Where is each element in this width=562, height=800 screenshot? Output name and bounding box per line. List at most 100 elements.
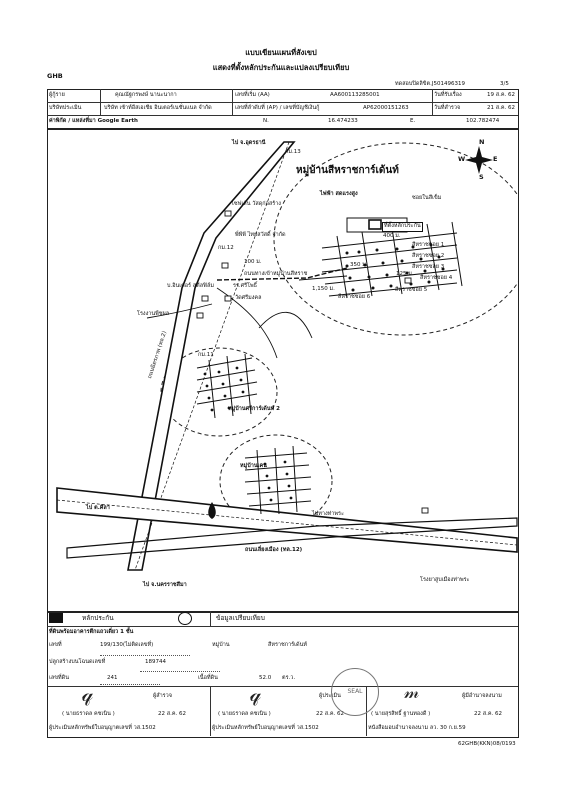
app-no-label: เลขที่เริ่ม (AA) bbox=[235, 92, 270, 98]
deed-value: 189744 bbox=[145, 659, 166, 665]
borrower-label: ผู้กู้ราย bbox=[49, 92, 65, 98]
label-pole: ไฟฟ้า สดแรงสูง bbox=[320, 191, 358, 197]
label-school: รร.ศรีโพธิ์ bbox=[233, 283, 258, 289]
date-req-value: 19 ส.ค. 62 bbox=[487, 92, 516, 98]
surveyor-date: 22 ส.ค. 62 bbox=[158, 711, 187, 717]
label-village-title: หมู่บ้านสีหราชการ์เด้นท์ bbox=[296, 165, 399, 176]
label-d350: 350 ม. bbox=[350, 262, 368, 268]
footer-table bbox=[47, 611, 519, 738]
company-label: บริษัทประเมิน bbox=[49, 105, 82, 111]
e-label: E. bbox=[410, 118, 416, 124]
appraiser-signature: 𝓆 bbox=[250, 682, 262, 707]
label-tire-shop: โรงงานพืชผล bbox=[137, 311, 170, 317]
approver-date: 22 ส.ค. 62 bbox=[474, 711, 503, 717]
deed-label: ปลูกสร้างบนโฉนดเลขที่ bbox=[49, 659, 106, 665]
title-1: แบบเขียนแผนที่สังเขป bbox=[245, 48, 317, 57]
house-no-value: 199/130(ไม่ติดเลขที่) bbox=[100, 642, 154, 648]
label-d400: 400 ม. bbox=[383, 233, 401, 239]
borrower-value: คุณณัฐกรพงษ์ นานะนากา bbox=[115, 92, 177, 98]
comp-detail: ที่ดินพร้อมอาคารตึกแถวเดี่ยว 1 ชั้น bbox=[49, 629, 134, 635]
land-no-label: เลขที่ดิน bbox=[49, 675, 69, 681]
compass-w: W bbox=[458, 155, 466, 163]
surveyor-name: ( นายธราดล คชเนิน ) bbox=[62, 711, 115, 717]
label-to-udon: ไป จ.อุดรธานี bbox=[232, 140, 266, 146]
date-survey-value: 21 ส.ค. 62 bbox=[487, 105, 516, 111]
label-d100: 100 ม. bbox=[244, 259, 262, 265]
appraiser-name: ( นายธราดล คชเนิน ) bbox=[218, 711, 271, 717]
compass-n: N bbox=[479, 138, 485, 146]
company-seal: SEAL bbox=[331, 668, 379, 716]
house-no-label: เลขที่ bbox=[49, 642, 62, 648]
label-village3: หมู่บ้านเคน bbox=[240, 463, 267, 469]
appraiser-date: 22 ส.ค. 62 bbox=[316, 711, 345, 717]
label-shop1: เซฟเส้น วัสดุก่อสร้าง bbox=[232, 201, 281, 207]
highway-road bbox=[127, 141, 296, 571]
approver-title: ผู้มีอำนาจลงนาม bbox=[462, 693, 502, 699]
label-temple: วัดศรีมงคล bbox=[235, 295, 262, 301]
label-korat-plant: โรงยาสูบเมืองท่าพระ bbox=[420, 577, 470, 583]
form-number: 62GHB(KKN)08/0193 bbox=[458, 741, 516, 747]
label-soi6: สีหราชซอย 6 bbox=[338, 294, 371, 300]
page-number: 3/5 bbox=[500, 81, 509, 87]
date-req-label: วันที่รับเรื่อง bbox=[434, 92, 462, 98]
compass-e: E bbox=[493, 155, 498, 163]
label-village2: หมู่บ้านศรีการ์เด้นท์ 2 bbox=[228, 406, 280, 412]
compare-legend-icon bbox=[178, 612, 192, 625]
label-km13: กม.13 bbox=[285, 149, 301, 155]
compass-s: S bbox=[479, 173, 484, 181]
ap-label: เลขที่ลำดับที่ (AP) / เลขที่บัญชีเงินกู้ bbox=[235, 105, 320, 111]
map-drawing bbox=[56, 141, 518, 571]
label-factory: บ.อินเตอร์ สตีลฟิล์ม bbox=[167, 283, 214, 289]
ap-value: AP62000151263 bbox=[363, 105, 409, 111]
approver-license: หนังสือมอบอำนาจลงนาม ลว. 30 ก.ย.59 bbox=[368, 725, 466, 731]
file-number: ทดสอบปิดลิขิต.J501496319 bbox=[395, 81, 465, 87]
e-value: 102.782474 bbox=[466, 118, 500, 124]
label-to-korat: ไป จ.นครราชสีมา bbox=[143, 582, 187, 588]
village-circle-1 bbox=[273, 142, 518, 336]
collateral-legend: หลักประกัน bbox=[82, 614, 114, 622]
date-survey-label: วันที่สำรวจ bbox=[434, 105, 461, 111]
appraiser-title: ผู้ประเมิน bbox=[319, 693, 341, 699]
village-circle-2 bbox=[160, 347, 278, 437]
compass-rose-icon bbox=[465, 146, 493, 174]
label-soi4: สีหราชซอย 4 bbox=[420, 275, 453, 281]
area-unit: ตร.ว. bbox=[282, 675, 296, 681]
label-soi2: สีหราชซอย 2 bbox=[412, 253, 445, 259]
n-label: N. bbox=[263, 118, 269, 124]
coord-label: ค่าพิกัด / แหล่งที่มา Google Earth bbox=[49, 118, 138, 124]
compare-legend: ข้อมูลเปรียบเทียบ bbox=[216, 614, 265, 622]
brand: GHB bbox=[47, 72, 63, 80]
label-soi-in: ซอยในสีเข็ม bbox=[412, 195, 442, 201]
label-shop2: พี่พีพี ไทยสวัสดิ์ จำกัด bbox=[235, 232, 286, 238]
label-soi3: สีหราชซอย 3 bbox=[412, 264, 445, 270]
approver-name: ( นายสุรสิทธิ์ ฐานทองดี ) bbox=[371, 711, 431, 717]
n-value: 16.474233 bbox=[328, 118, 358, 124]
label-to-khon: ไป ต.ศิลา bbox=[86, 505, 110, 511]
label-km11: กม.11 bbox=[198, 352, 214, 358]
company-value: บริษัท เซ้าท์อีสเอเชีย อินเตอร์เนชั่นแนล… bbox=[104, 105, 212, 111]
label-d125: 125 ม. bbox=[396, 271, 414, 277]
map-frame bbox=[47, 128, 519, 613]
land-no-value: 241 bbox=[107, 675, 118, 681]
gas-station-icon bbox=[208, 502, 216, 519]
label-km12: กม.12 bbox=[218, 245, 234, 251]
label-kabin: ไปทางท่าพระ bbox=[312, 511, 344, 517]
surveyor-title: ผู้สำรวจ bbox=[153, 693, 172, 699]
label-ring-road: ถนนเลี่ยงเมือง (ทล.12) bbox=[245, 547, 303, 553]
moo-value: สีหราชการ์เด้นท์ bbox=[268, 642, 307, 648]
label-soi5: สีหราชซอย 5 bbox=[395, 287, 428, 293]
app-no-value: AA600113285001 bbox=[330, 92, 380, 98]
collateral-marker bbox=[368, 219, 382, 230]
surveyor-signature: 𝓆 bbox=[82, 682, 94, 707]
info-table bbox=[47, 89, 519, 130]
collateral-legend-icon bbox=[49, 613, 63, 623]
moo-label: หมู่บ้าน bbox=[212, 642, 230, 648]
surveyor-license: ผู้ประเมินหลักทรัพย์ใบอนุญาตเลขที่ วส.15… bbox=[49, 725, 156, 731]
label-entrance: ถนนทางเข้าหมู่บ้านสีหราช bbox=[244, 271, 308, 277]
approver-signature: 𝓂 bbox=[404, 682, 420, 703]
appraiser-license: ผู้ประเมินหลักทรัพย์ใบอนุญาตเลขที่ วส.15… bbox=[212, 725, 319, 731]
label-d1150: 1,150 ม. bbox=[312, 286, 335, 292]
area-label: เนื้อที่ดิน bbox=[198, 675, 218, 681]
area-value: 52.0 bbox=[259, 675, 272, 681]
